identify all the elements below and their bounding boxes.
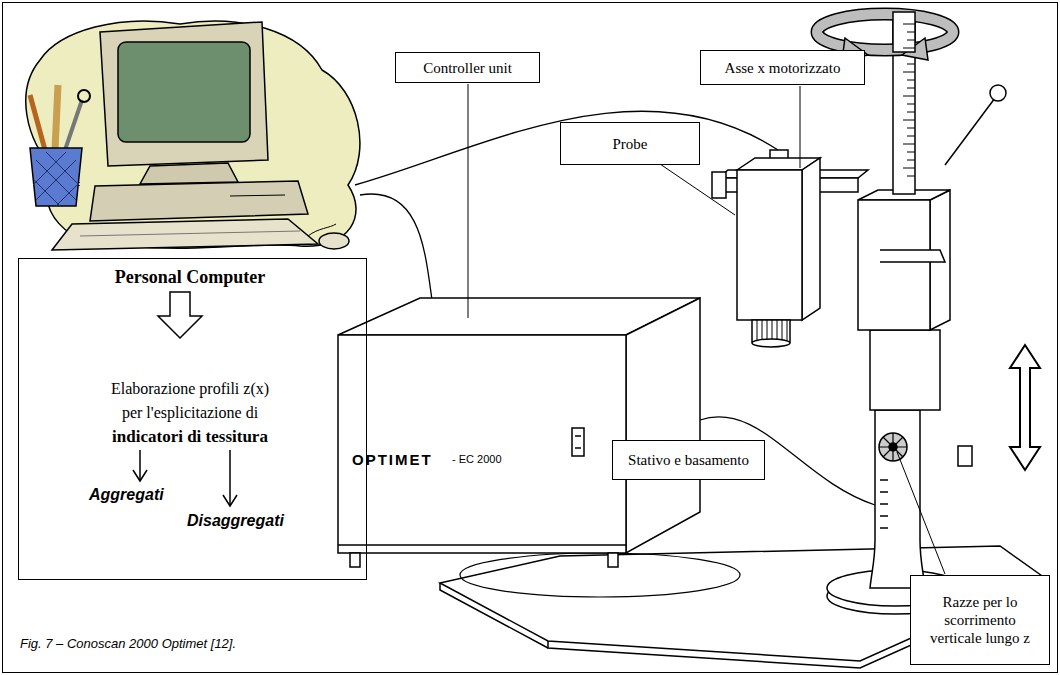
device-foot bbox=[608, 553, 618, 567]
scissors bbox=[65, 100, 82, 150]
arrow-head bbox=[133, 470, 147, 481]
panel-body: Elaborazione profili z(x) per l'esplicit… bbox=[104, 377, 276, 425]
knob-wheel bbox=[879, 433, 907, 461]
scissors-ring bbox=[78, 90, 90, 102]
vertical-double-arrow bbox=[1010, 345, 1040, 470]
base-plate bbox=[440, 546, 1045, 661]
callout-box: Controller unit bbox=[395, 52, 540, 83]
device-display bbox=[572, 428, 584, 456]
leader-line bbox=[897, 452, 945, 574]
device-trim bbox=[338, 544, 626, 546]
rod-ticks bbox=[903, 24, 915, 48]
scale-rod bbox=[893, 12, 915, 194]
rotation-band bbox=[817, 14, 953, 50]
device-foot bbox=[350, 553, 360, 567]
probe-body bbox=[737, 170, 802, 320]
ruler bbox=[55, 85, 58, 150]
lever bbox=[945, 98, 995, 165]
figure-caption: Fig. 7 – Conoscan 2000 Optimet [12]. bbox=[20, 636, 236, 651]
arm-end bbox=[712, 172, 726, 198]
clip bbox=[880, 250, 945, 262]
computer-panel: Personal ComputerElaborazione profili z(… bbox=[18, 258, 367, 580]
rotation-band bbox=[817, 14, 953, 50]
keyboard-keys bbox=[80, 231, 300, 236]
knob-hub bbox=[889, 443, 897, 451]
cup-hatching bbox=[33, 152, 80, 206]
controller-device bbox=[338, 298, 700, 567]
callout-text: Stativo e basamento bbox=[628, 451, 749, 469]
leader-lines bbox=[468, 84, 945, 574]
lever-ball bbox=[990, 85, 1006, 101]
callout-box: Asse x motorizzato bbox=[700, 50, 865, 85]
system-unit bbox=[90, 181, 308, 221]
callout-text: Asse x motorizzato bbox=[725, 59, 841, 77]
figure-frame bbox=[3, 3, 1058, 673]
clipart-blob bbox=[26, 21, 360, 248]
probe-side bbox=[802, 158, 820, 320]
callout-text: Razze per lo scorrimento verticale lungo… bbox=[920, 593, 1040, 647]
display-mark bbox=[575, 447, 581, 449]
output-label: Aggregati bbox=[89, 485, 164, 504]
pen-cup bbox=[30, 148, 82, 206]
device-side bbox=[626, 298, 700, 553]
arrow-head bbox=[223, 495, 237, 506]
callout-box: Probe bbox=[560, 122, 700, 165]
panel-emphasis: indicatori di tessitura bbox=[19, 427, 361, 447]
stand-column bbox=[870, 410, 925, 588]
side-knob bbox=[958, 446, 972, 466]
callout-text: Probe bbox=[613, 135, 648, 153]
callout-box: Stativo e basamento bbox=[612, 440, 765, 480]
keyboard bbox=[52, 219, 318, 250]
model-label: - EC 2000 bbox=[452, 453, 502, 465]
carriage-front bbox=[858, 200, 930, 330]
pencil bbox=[30, 95, 45, 150]
scale-rod-front bbox=[893, 12, 915, 52]
monitor-stand bbox=[140, 163, 238, 184]
plate-edge bbox=[440, 583, 548, 648]
computer-clipart bbox=[26, 21, 360, 250]
lens-tip bbox=[752, 339, 790, 347]
display-mark bbox=[575, 435, 581, 437]
callout-box: Razze per lo scorrimento verticale lungo… bbox=[910, 575, 1050, 665]
plate-disk bbox=[460, 553, 740, 597]
probe-assembly bbox=[712, 150, 868, 347]
stand bbox=[827, 12, 1006, 614]
column-scale bbox=[880, 480, 888, 528]
brand-label: OPTIMET bbox=[352, 451, 433, 468]
leader-line bbox=[800, 86, 801, 168]
monitor-body bbox=[100, 22, 268, 166]
drive-slot bbox=[230, 195, 285, 196]
arrow-shaft bbox=[229, 450, 231, 505]
mouse bbox=[319, 233, 349, 249]
hollow-down-arrow bbox=[158, 292, 202, 338]
knob-spokes bbox=[879, 433, 907, 461]
callout-text: Controller unit bbox=[423, 59, 512, 77]
leader-line bbox=[468, 84, 469, 318]
panel-heading: Personal Computer bbox=[19, 267, 361, 289]
monitor-screen bbox=[118, 42, 250, 142]
device-front bbox=[338, 335, 626, 553]
arrow-shaft bbox=[139, 450, 141, 480]
leader-line bbox=[660, 164, 735, 215]
carriage-lower bbox=[870, 330, 940, 410]
pc-cable bbox=[360, 194, 432, 300]
output-label: Disaggregati bbox=[187, 511, 284, 530]
